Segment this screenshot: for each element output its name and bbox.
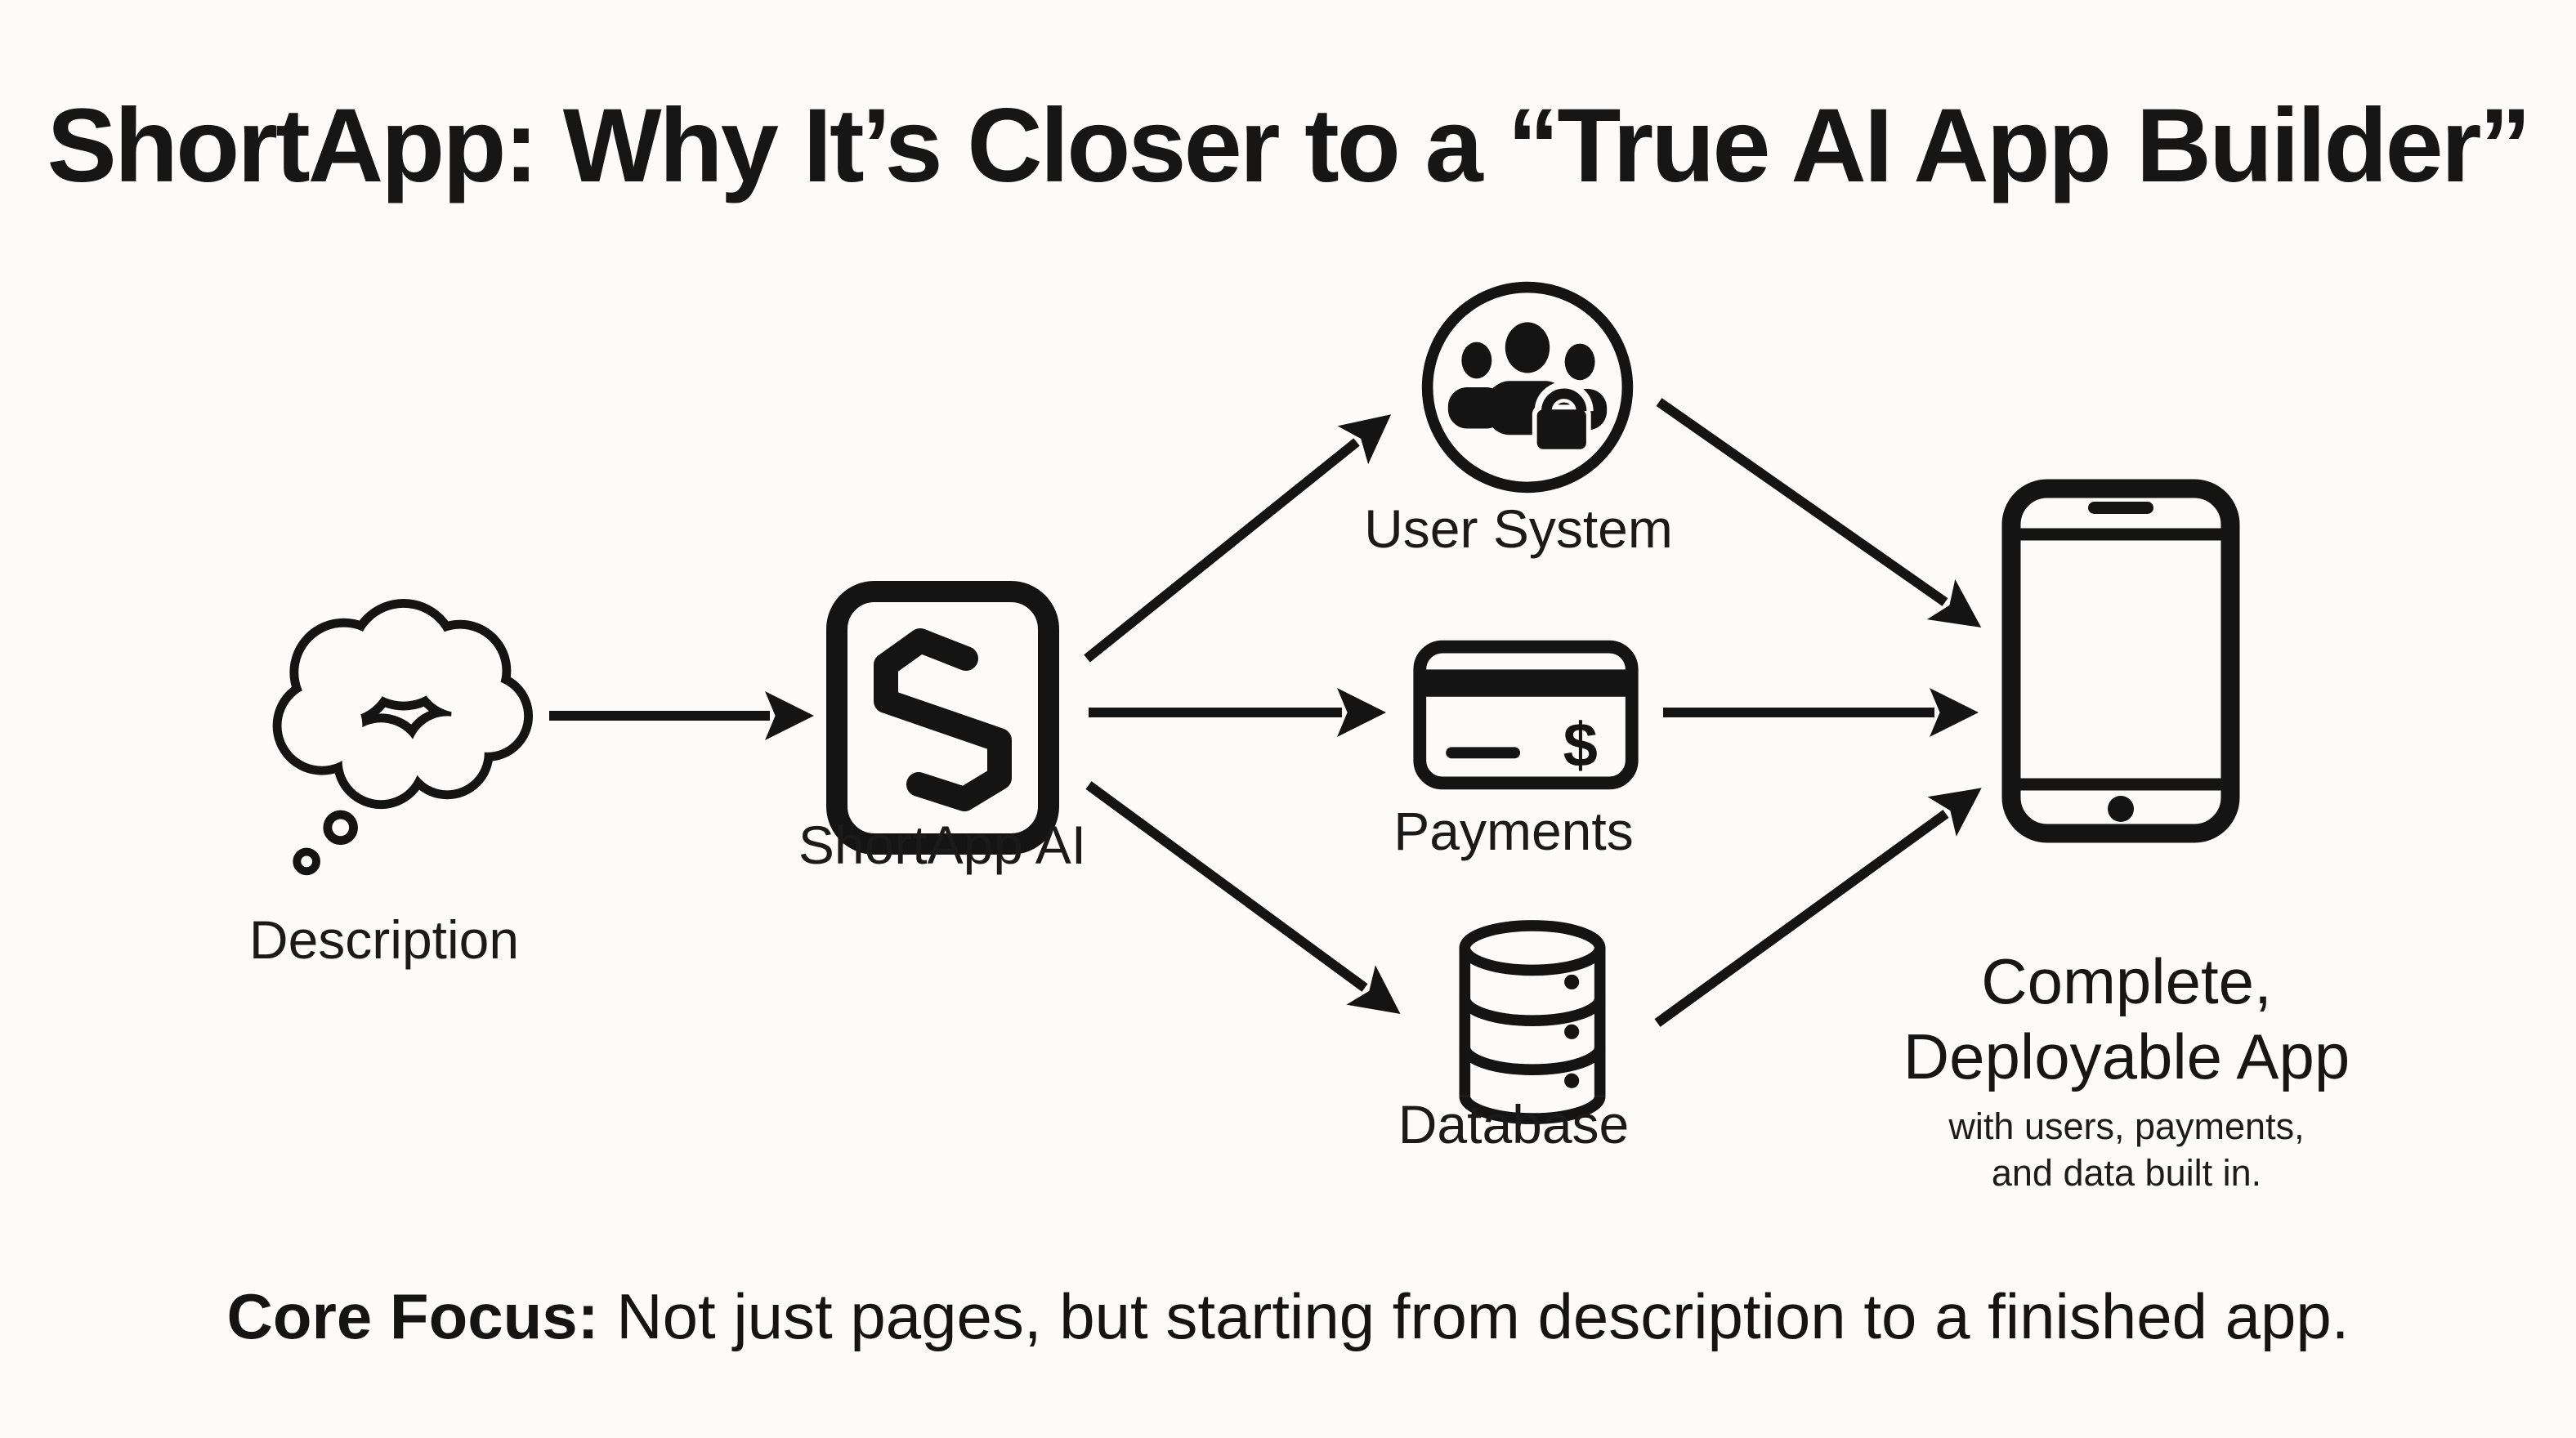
- user-system-icon: [1421, 281, 1634, 493]
- thought-cloud-icon: [272, 599, 534, 876]
- shortapp-logo-icon: [826, 581, 1059, 855]
- database-label: Database: [1398, 1094, 1630, 1154]
- user-system-label: User System: [1364, 498, 1673, 559]
- app-subtext: with users, payments, and data built in.: [1948, 1103, 2304, 1196]
- app-subtext-line2: and data built in.: [1991, 1152, 2262, 1194]
- dollar-sign-glyph: $: [1563, 711, 1598, 780]
- core-focus-text: Not just pages, but starting from descri…: [616, 1280, 2350, 1352]
- page-title: ShortApp: Why It’s Closer to a “True AI …: [47, 87, 2532, 204]
- app-label: Complete, Deployable App: [1903, 944, 2350, 1094]
- arrow-shortapp-to-database: [1085, 781, 1401, 1014]
- arrow-user-system-to-app: [1656, 398, 1982, 627]
- database-icon: [1459, 920, 1606, 1124]
- core-focus-label: Core Focus:: [226, 1280, 599, 1352]
- description-label: Description: [248, 909, 520, 970]
- arrow-shortapp-to-user-system: [1084, 414, 1392, 663]
- arrow-database-to-app: [1654, 788, 1982, 1027]
- shortapp-label: ShortApp AI: [798, 815, 1087, 875]
- app-subtext-line1: with users, payments,: [1948, 1105, 2305, 1147]
- core-focus-line: Core Focus: Not just pages, but starting…: [227, 1279, 2350, 1354]
- app-label-line1: Complete,: [1981, 945, 2272, 1017]
- payments-card-icon: $: [1413, 640, 1639, 790]
- payments-label: Payments: [1393, 801, 1634, 861]
- smartphone-icon: [2001, 479, 2240, 843]
- app-label-line2: Deployable App: [1903, 1020, 2350, 1092]
